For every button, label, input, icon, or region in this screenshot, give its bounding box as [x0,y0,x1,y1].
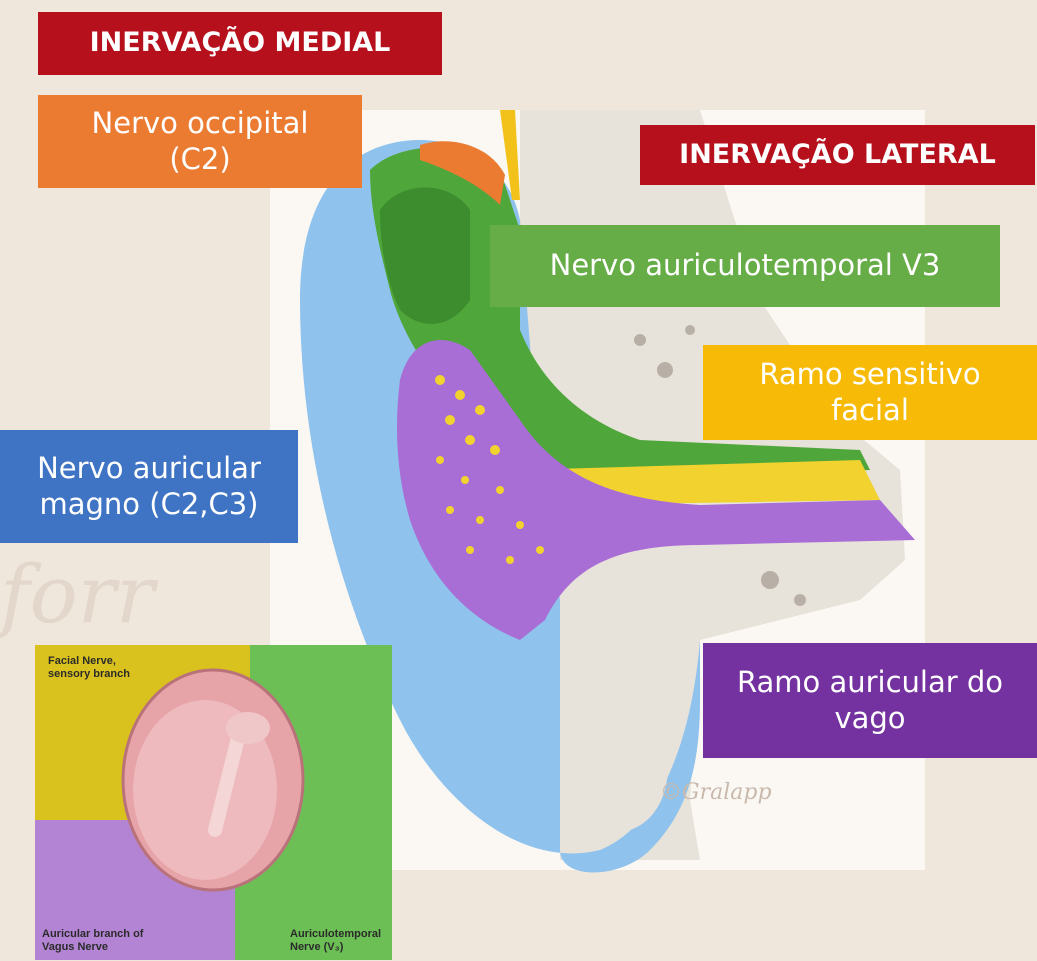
bone-pore [794,594,806,606]
bone-pore [657,362,673,378]
bone-pore [634,334,646,346]
artist-signature: ©Gralapp [660,780,772,805]
inset-label-facial: Facial Nerve,sensory branch [48,655,130,680]
label-nervo-occipital: Nervo occipital (C2) [38,95,362,188]
background-texture: forr [0,548,155,641]
purple-zone-concha [397,340,915,640]
inset-diagram [35,645,392,960]
heading-medial: INERVAÇÃO MEDIAL [38,12,442,75]
label-nervo-auricular-magno: Nervo auricular magno (C2,C3) [0,430,298,543]
yellow-dots [435,375,544,564]
malleus-handle [208,723,247,837]
yellow-strip-top [500,110,520,200]
heading-lateral: INERVAÇÃO LATERAL [640,125,1035,185]
green-zone-shadow [380,187,470,324]
bone-pore [761,571,779,589]
malleus-head [226,712,270,744]
bone-pore [685,325,695,335]
label-ramo-sensitivo-facial: Ramo sensitivo facial [703,345,1037,440]
label-nervo-auriculotemporal: Nervo auriculotemporal V3 [490,225,1000,307]
orange-zone [420,141,505,205]
label-ramo-auricular-vago: Ramo auricular do vago [703,643,1037,758]
lobule-bone [560,600,669,830]
